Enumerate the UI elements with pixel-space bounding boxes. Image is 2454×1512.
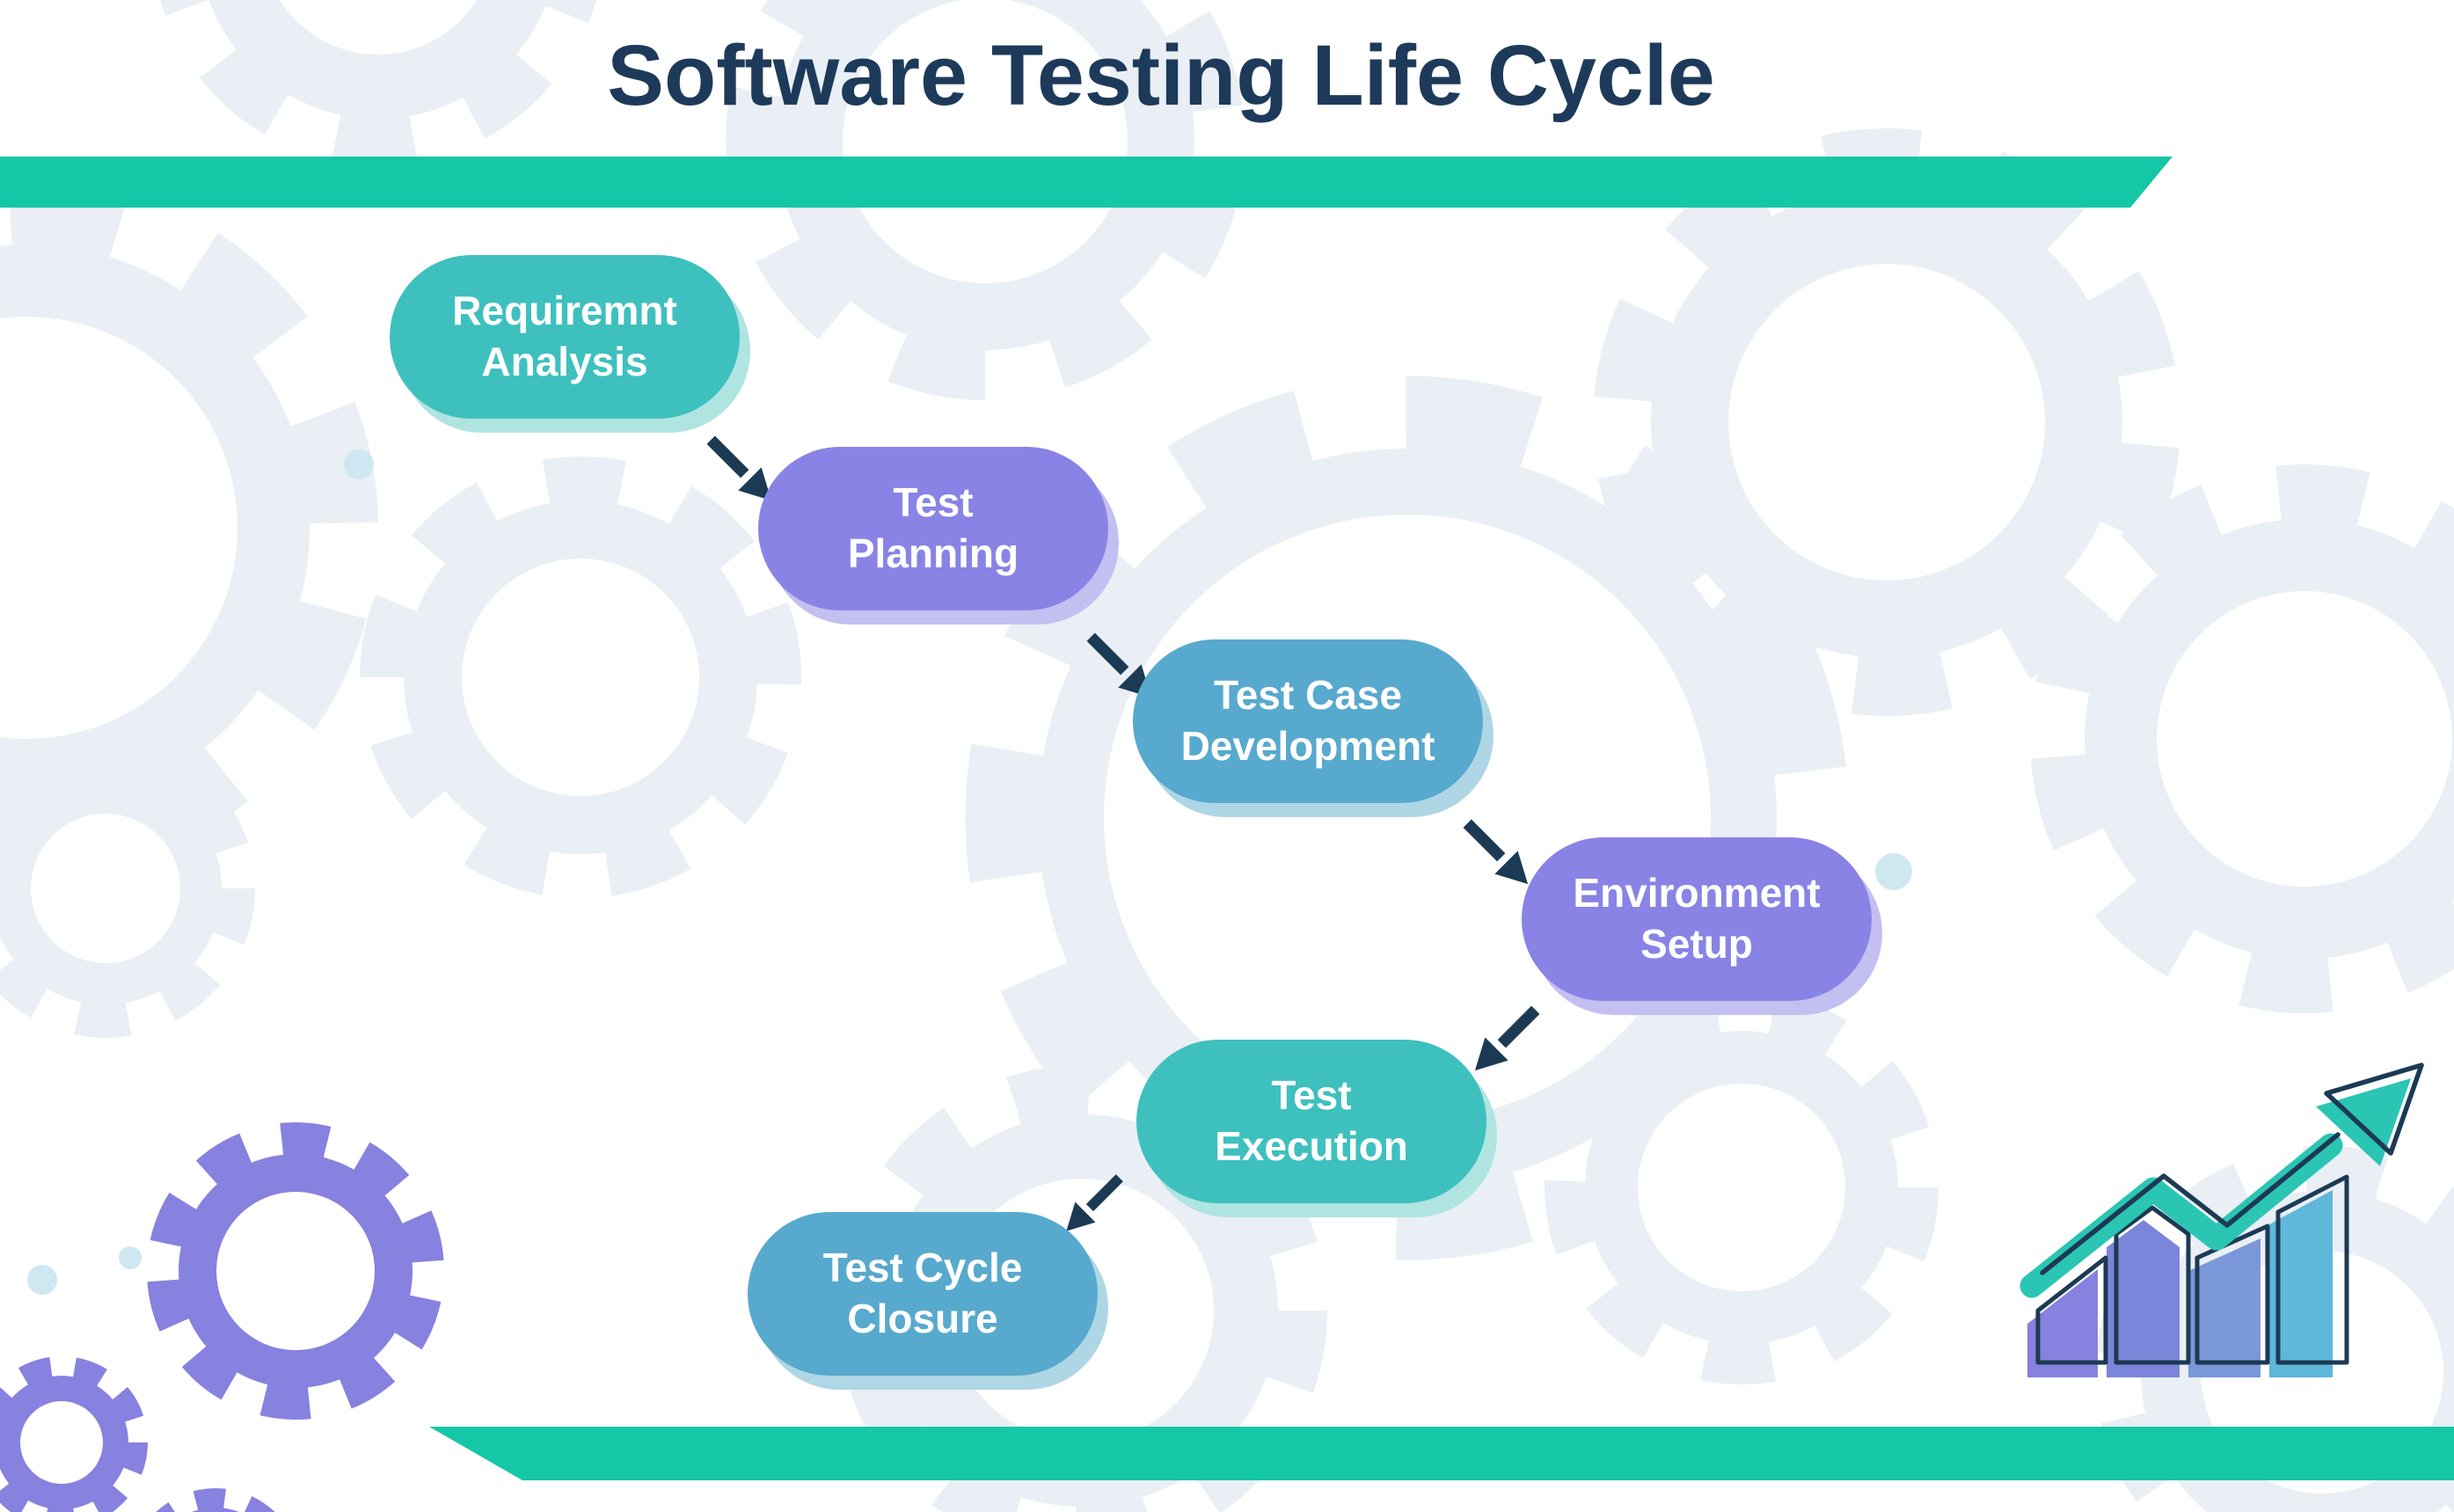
flow-step-label: Test Case Development	[1180, 672, 1435, 769]
chart-bar	[2188, 1238, 2260, 1377]
gear-icon	[0, 739, 255, 1038]
dotted-circle-icon	[27, 1265, 57, 1295]
footer-band	[429, 1427, 2454, 1480]
arrow-down-left-icon	[1474, 1005, 1540, 1071]
trend-arrowhead	[2316, 1078, 2411, 1166]
flow-step-test-cycle-closure: Test Cycle Closure	[748, 1212, 1098, 1376]
arrow-down-right-icon	[706, 435, 772, 501]
flow-step-label: Test Planning	[847, 479, 1019, 576]
flow-step-test-planning: Test Planning	[758, 447, 1108, 610]
purple-gear-icon	[147, 1122, 444, 1420]
header-band	[0, 157, 2173, 208]
chart-bar	[2027, 1269, 2098, 1377]
flow-step-test-case-development: Test Case Development	[1133, 639, 1483, 803]
arrow-down-right-icon	[1463, 819, 1529, 885]
growth-chart-icon	[2019, 1063, 2424, 1377]
purple-gear-icon	[0, 1356, 148, 1512]
trend-arrowhead-outline	[2324, 1063, 2424, 1156]
chart-bar	[2269, 1190, 2333, 1377]
gear-icon	[360, 457, 801, 898]
flow-step-environment-setup: Environment Setup	[1522, 837, 1872, 1001]
gear-icon	[160, 0, 596, 165]
flow-step-label: Test Cycle Closure	[822, 1245, 1023, 1341]
purple-gear-icon	[129, 1488, 302, 1512]
trend-arrow-icon	[2019, 1133, 2343, 1298]
gear-icon	[0, 176, 378, 880]
gear-icon	[1593, 128, 2180, 716]
dotted-circle-icon	[1875, 853, 1912, 890]
flow-step-test-execution: Test Execution	[1136, 1040, 1486, 1203]
arrow-down-left-icon	[1066, 1174, 1123, 1231]
flow-step-requirement-analysis: Requiremnt Analysis	[390, 255, 740, 419]
page-title: Software Testing Life Cycle	[607, 27, 1715, 123]
gear-icon	[2030, 464, 2454, 1013]
purple-gears	[0, 1122, 444, 1512]
trend-arrow-outline	[2040, 1132, 2341, 1275]
chart-bar	[2107, 1220, 2180, 1377]
flow-step-label: Requiremnt Analysis	[452, 288, 677, 384]
gear-icon	[1545, 990, 1939, 1384]
dotted-circle-icon	[344, 449, 374, 479]
dotted-circle-icon	[119, 1246, 142, 1269]
chart-bar-outlines	[2035, 1174, 2349, 1365]
flow-step-label: Environment Setup	[1573, 870, 1821, 967]
flow-step-label: Test Execution	[1215, 1072, 1408, 1169]
dotted-circles	[27, 449, 1912, 1295]
